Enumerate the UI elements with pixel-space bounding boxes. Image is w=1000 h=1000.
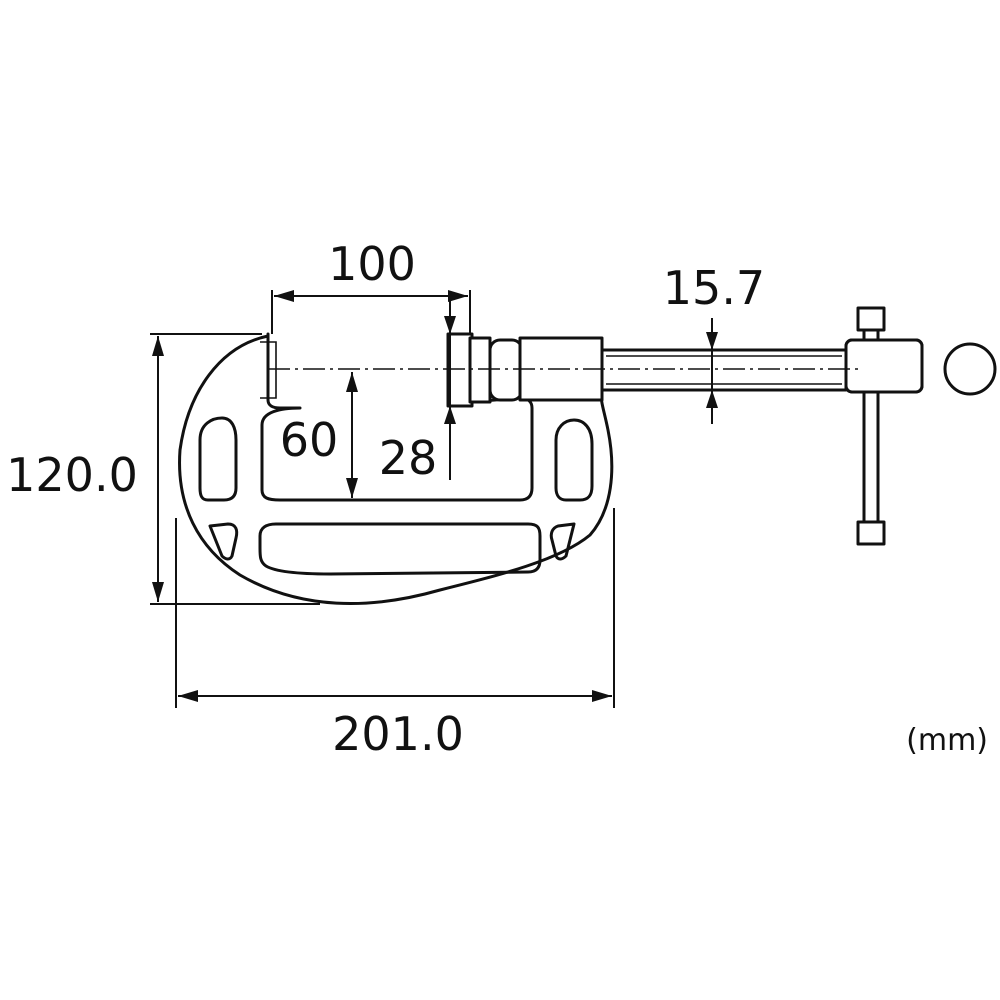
swivel-pad [446, 332, 474, 408]
label-overall-height: 120.0 [6, 448, 138, 502]
label-screw-diameter: 15.7 [663, 261, 765, 315]
frame-inner-contour [260, 334, 534, 502]
label-throat-depth: 60 [280, 413, 339, 467]
unit-label: (mm) [906, 723, 988, 758]
label-jaw-opening: 100 [328, 237, 416, 291]
handle-head-front [844, 338, 924, 394]
arrow-head [274, 290, 294, 302]
label-jaw-height: 28 [379, 431, 438, 485]
fixed-jaw-face [260, 341, 277, 399]
dim-screw-diameter [706, 318, 718, 424]
arrow-head [152, 336, 164, 356]
dim-throat-depth [346, 372, 358, 498]
arrow-head [448, 290, 468, 302]
arrow-head [444, 316, 456, 334]
label-overall-length: 201.0 [332, 707, 464, 761]
frame-window-left-upper [198, 416, 238, 502]
dim-jaw-height [444, 300, 456, 480]
dim-overall-height [150, 333, 320, 605]
pad-neck [488, 338, 524, 402]
dim-jaw-opening [271, 290, 471, 334]
screw-end-view [943, 342, 997, 396]
arrow-head [706, 390, 718, 408]
arrow-head [706, 332, 718, 350]
pad-collar [468, 336, 492, 404]
frame-outer-contour [178, 332, 614, 605]
arrow-head [346, 478, 358, 498]
frame-center-slot [258, 522, 542, 576]
arrow-head [152, 582, 164, 602]
clamp-frame [178, 332, 614, 605]
frame-window-right-upper [554, 418, 594, 502]
dim-overall-length [175, 508, 615, 708]
handle-cap-bottom [856, 520, 886, 546]
screw-assembly [446, 306, 997, 546]
arrow-head [346, 372, 358, 392]
arrow-head [444, 406, 456, 424]
frame-window-right-lower [549, 522, 576, 561]
arrow-head [592, 690, 612, 702]
arrow-head [178, 690, 198, 702]
frame-window-left-lower [208, 522, 239, 561]
handle-cap-top [856, 306, 886, 332]
